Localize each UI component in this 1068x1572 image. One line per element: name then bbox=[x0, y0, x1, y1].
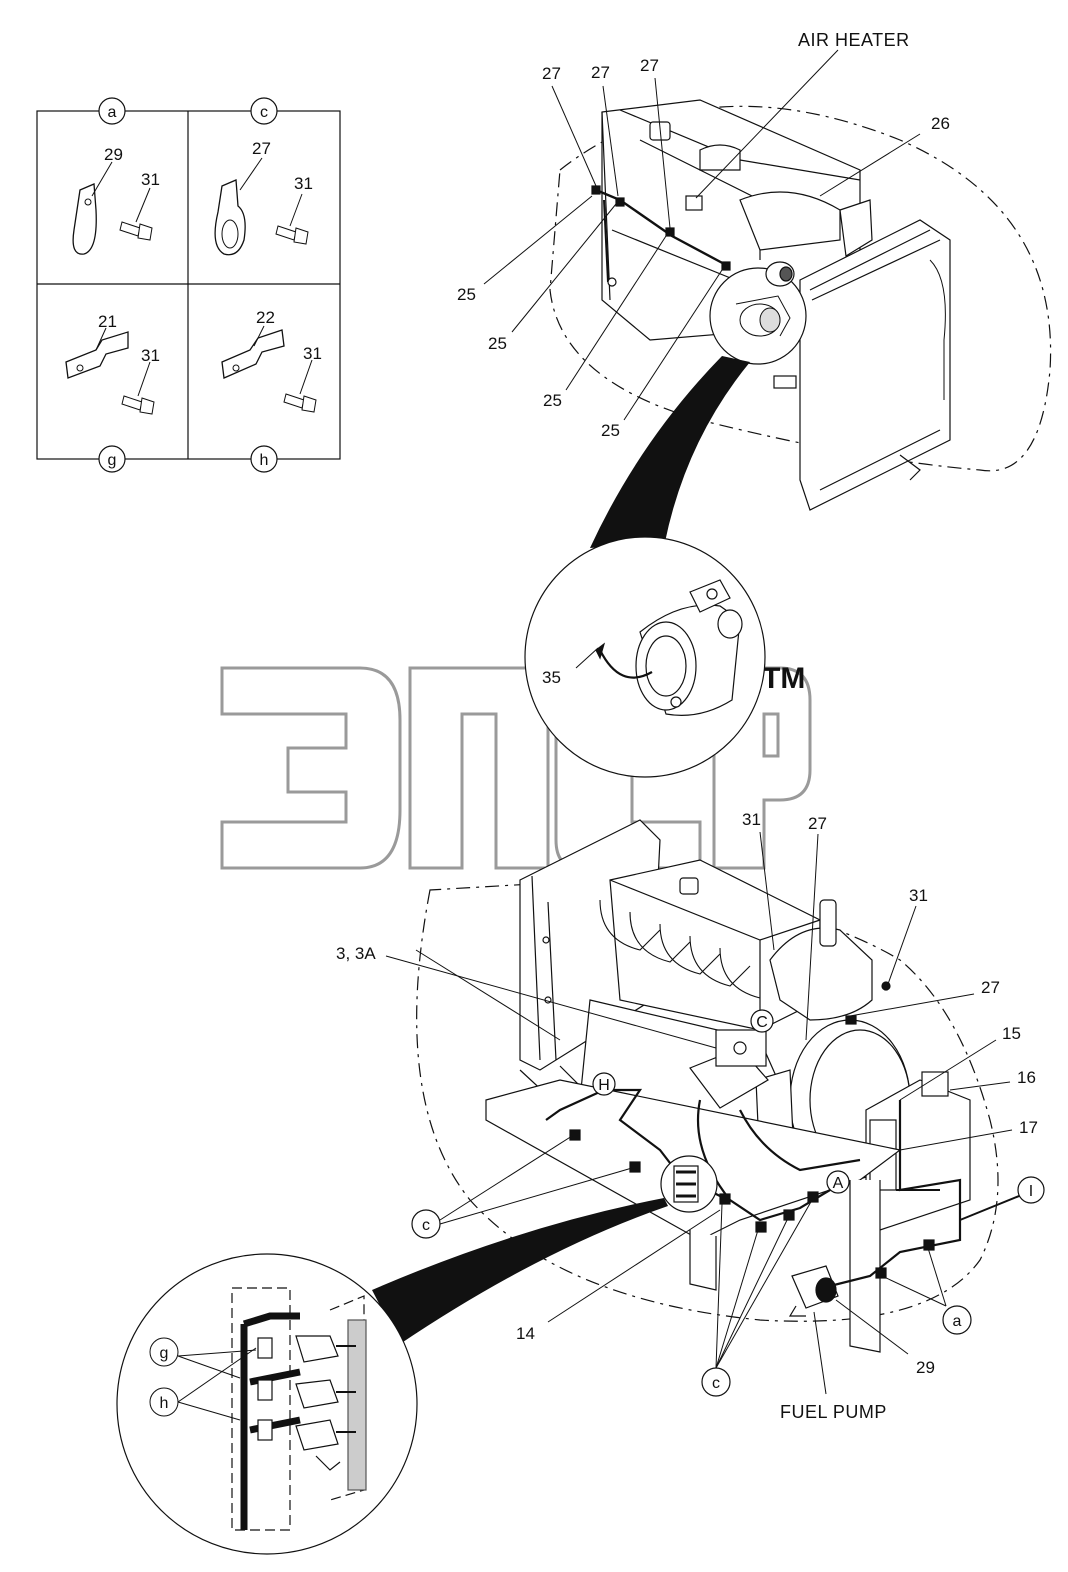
main-view-labels: 31 27 31 27 3, 3A 15 16 17 14 29 FUEL PU… bbox=[336, 810, 1038, 1422]
detail-cell-h: h 22 31 bbox=[221, 308, 322, 473]
detail-table bbox=[36, 110, 341, 460]
label-25-a: 25 bbox=[457, 285, 476, 304]
terminal-detail bbox=[116, 1253, 418, 1555]
terminal-detail-callouts: g h bbox=[149, 1337, 257, 1421]
label-3-3a: 3, 3A bbox=[336, 944, 376, 963]
label-27-a: 27 bbox=[542, 64, 561, 83]
bolt-icon bbox=[275, 225, 309, 245]
detail-cell-a-id: a bbox=[108, 104, 117, 121]
top-engine-view bbox=[549, 99, 1052, 511]
label-31-b: 31 bbox=[909, 886, 928, 905]
detail-cell-h-clamp: 22 bbox=[256, 308, 275, 327]
top-view-labels: AIR HEATER 27 27 27 26 25 25 25 25 bbox=[457, 30, 950, 440]
label-25-d: 25 bbox=[601, 421, 620, 440]
bracket-21-icon bbox=[65, 331, 129, 379]
detail-pointer-terminal bbox=[372, 1198, 668, 1344]
top-view-leaders bbox=[483, 49, 921, 421]
fuel-pump-label: FUEL PUMP bbox=[780, 1402, 887, 1422]
callout-h: h bbox=[160, 1395, 169, 1412]
label-15: 15 bbox=[1002, 1024, 1021, 1043]
bolt-icon bbox=[283, 393, 317, 413]
main-view-callouts bbox=[411, 1009, 1045, 1397]
label-27-c: 27 bbox=[640, 56, 659, 75]
bolt-icon bbox=[121, 395, 155, 415]
label-16: 16 bbox=[1017, 1068, 1036, 1087]
bracket-22-icon bbox=[221, 329, 285, 379]
air-heater-label: AIR HEATER bbox=[798, 30, 910, 50]
label-27-b: 27 bbox=[591, 63, 610, 82]
label-25-b: 25 bbox=[488, 334, 507, 353]
detail-cell-g: g 21 31 bbox=[65, 312, 160, 473]
detail-cell-c: c 27 31 bbox=[214, 97, 313, 256]
detail-cell-h-bolt: 31 bbox=[303, 344, 322, 363]
main-view-callout-text: c c a I C H A bbox=[422, 1014, 1033, 1392]
callout-g: g bbox=[160, 1345, 169, 1362]
label-14: 14 bbox=[516, 1324, 535, 1343]
callout-H: H bbox=[598, 1077, 610, 1094]
main-view-leaders bbox=[385, 831, 1013, 1395]
detail-cell-c-id: c bbox=[260, 104, 268, 121]
clamp-27-icon bbox=[214, 179, 246, 256]
label-27-main-b: 27 bbox=[981, 978, 1000, 997]
label-17: 17 bbox=[1019, 1118, 1038, 1137]
clamp-29-icon bbox=[72, 183, 97, 255]
watermark-tm: TM bbox=[762, 662, 805, 695]
bolt-icon bbox=[119, 221, 153, 241]
callout-i: I bbox=[1029, 1183, 1033, 1200]
detail-cell-g-id: g bbox=[108, 452, 117, 469]
detail-cell-a-clamp: 29 bbox=[104, 145, 123, 164]
detail-pointer-alternator bbox=[590, 356, 750, 548]
label-25-c: 25 bbox=[543, 391, 562, 410]
callout-C: C bbox=[756, 1014, 768, 1031]
detail-cell-a-bolt: 31 bbox=[141, 170, 160, 189]
label-35: 35 bbox=[542, 668, 561, 687]
callout-A: A bbox=[833, 1175, 844, 1192]
callout-a: a bbox=[953, 1313, 962, 1330]
label-27-main-a: 27 bbox=[808, 814, 827, 833]
callout-c-bottom: c bbox=[712, 1375, 720, 1392]
detail-cell-c-bolt: 31 bbox=[294, 174, 313, 193]
detail-cell-g-clamp: 21 bbox=[98, 312, 117, 331]
main-engine-view bbox=[416, 819, 1025, 1353]
detail-cell-g-bolt: 31 bbox=[141, 346, 160, 365]
detail-cell-a: a 29 31 bbox=[72, 97, 160, 255]
callout-c-left: c bbox=[422, 1217, 430, 1234]
label-26: 26 bbox=[931, 114, 950, 133]
alternator-detail bbox=[524, 536, 766, 778]
label-29: 29 bbox=[916, 1358, 935, 1377]
detail-cell-c-clamp: 27 bbox=[252, 139, 271, 158]
label-31-a: 31 bbox=[742, 810, 761, 829]
watermark: TM bbox=[220, 662, 812, 870]
detail-cell-h-id: h bbox=[260, 452, 269, 469]
